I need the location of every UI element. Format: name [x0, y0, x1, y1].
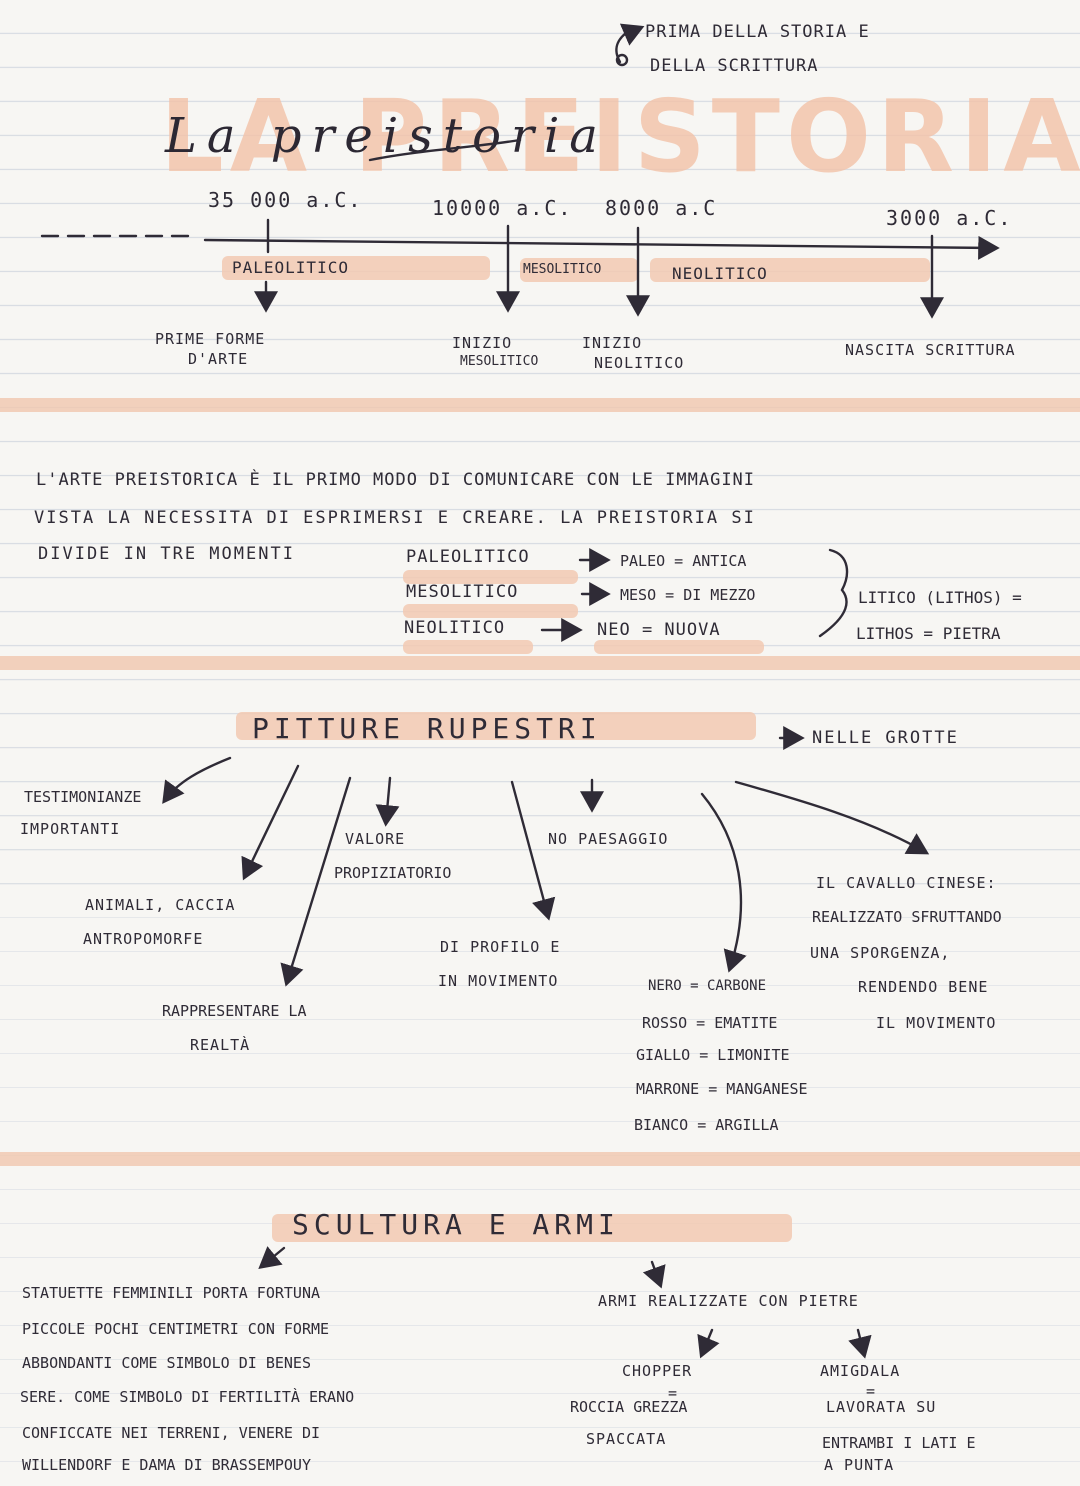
testimonianze-line-2: IMPORTANTI	[20, 820, 121, 838]
animali-line-2: ANTROPOMORFE	[83, 930, 204, 948]
meaning-paleo: PALEO = ANTICA	[620, 552, 747, 570]
animali-line-1: ANIMALI, CACCIA	[85, 896, 236, 914]
statuette-line-3: ABBONDANTI COME SIMBOLO DI BENES	[22, 1354, 311, 1372]
colore-marrone: MARRONE = MANGANESE	[636, 1080, 808, 1098]
pitture-heading-highlight	[236, 712, 756, 740]
title-note-line2: DELLA SCRITTURA	[650, 56, 819, 76]
chopper-eq: =	[668, 1384, 679, 1402]
testimonianze-line-1: TESTIMONIANZE	[24, 788, 142, 806]
timeline-date-3: 8000 a.C	[605, 196, 718, 220]
amigdala-eq: =	[866, 1382, 877, 1400]
event-inizio-meso-2: MESOLITICO	[460, 354, 539, 369]
timeline-date-2: 10000 a.C.	[432, 196, 573, 220]
amigdala-line-3: ENTRAMBI I LATI E	[822, 1434, 976, 1452]
scultura-heading: SCULTURA E ARMI	[292, 1208, 620, 1241]
title-note-line1: PRIMA DELLA STORIA E	[645, 22, 870, 42]
cavallo-line-1: IL CAVALLO CINESE:	[816, 874, 997, 892]
realta-line-1: RAPPRESENTARE LA	[162, 1002, 307, 1020]
colore-giallo: GIALLO = LIMONITE	[636, 1046, 790, 1064]
cavallo-line-2: REALIZZATO SFRUTTANDO	[812, 908, 1002, 926]
colore-nero: NERO = CARBONE	[648, 978, 767, 994]
event-inizio-meso-1: INIZIO	[452, 334, 513, 352]
chopper-line-3: SPACCATA	[586, 1430, 667, 1448]
intro-line-1: L'ARTE PREISTORICA È IL PRIMO MODO DI CO…	[36, 470, 756, 490]
intro-line-2: VISTA LA NECESSITA DI ESPRIMERSI E CREAR…	[34, 508, 756, 528]
title-watermark: LA PREISTORIA	[160, 78, 1080, 195]
term-highlight-1	[403, 570, 578, 584]
term-paleolitico: PALEOLITICO	[406, 547, 530, 567]
event-prime-forme-1: PRIME FORME	[155, 330, 266, 348]
valore-line-2: PROPIZIATORIO	[334, 864, 452, 882]
timeline-date-1: 35 000 a.C.	[208, 188, 363, 212]
statuette-line-1: STATUETTE FEMMINILI PORTA FORTUNA	[22, 1284, 321, 1302]
pitture-location: NELLE GROTTE	[812, 728, 959, 748]
separator-band-3	[0, 1152, 1080, 1166]
term-neolitico: NEOLITICO	[404, 618, 506, 638]
neolitico-highlight	[650, 258, 930, 282]
armi-text: ARMI REALIZZATE CON PIETRE	[598, 1292, 859, 1310]
statuette-line-5: CONFICCATE NEI TERRENI, VENERE DI	[22, 1424, 321, 1442]
event-prime-forme-2: D'ARTE	[188, 350, 249, 368]
period-mesolitico: MESOLITICO	[523, 262, 602, 277]
term-highlight-3	[403, 640, 533, 654]
litico-line-2: LITHOS = PIETRA	[856, 624, 1001, 643]
meaning-neo: NEO = NUOVA	[597, 620, 721, 640]
litico-line-1: LITICO (LITHOS) =	[858, 588, 1022, 607]
cavallo-line-4: RENDENDO BENE	[858, 978, 989, 996]
separator-band-2	[0, 656, 1080, 670]
scultura-heading-highlight	[272, 1214, 792, 1242]
cavallo-line-3: UNA SPORGENZA,	[810, 944, 951, 962]
term-highlight-4	[594, 640, 764, 654]
event-nascita-scrittura: NASCITA SCRITTURA	[845, 341, 1016, 359]
statuette-line-6: WILLENDORF E DAMA DI BRASSEMPOUY	[22, 1456, 311, 1474]
amigdala-line-1: AMIGDALA	[820, 1362, 901, 1380]
event-inizio-neo-2: NEOLITICO	[594, 354, 685, 372]
mesolitico-highlight	[520, 258, 638, 282]
valore-line-1: VALORE	[345, 830, 406, 848]
statuette-line-4: SERE. COME SIMBOLO DI FERTILITÀ ERANO	[20, 1388, 355, 1406]
period-neolitico: NEOLITICO	[672, 264, 768, 283]
cavallo-line-5: IL MOVIMENTO	[876, 1014, 997, 1032]
no-paesaggio: NO PAESAGGIO	[548, 830, 669, 848]
event-inizio-neo-1: INIZIO	[582, 334, 643, 352]
amigdala-line-2: LAVORATA SU	[826, 1398, 937, 1416]
pitture-heading: PITTURE RUPESTRI	[252, 712, 602, 745]
colore-rosso: ROSSO = EMATITE	[642, 1014, 778, 1032]
timeline-date-4: 3000 a.C.	[886, 206, 1013, 230]
amigdala-line-4: A PUNTA	[824, 1456, 895, 1474]
chopper-line-2: ROCCIA GREZZA	[570, 1398, 688, 1416]
meaning-meso: MESO = DI MEZZO	[620, 586, 756, 604]
title-handwritten: La preistoria	[165, 108, 608, 164]
term-mesolitico: MESOLITICO	[406, 582, 519, 602]
statuette-line-2: PICCOLE POCHI CENTIMETRI CON FORME	[22, 1320, 330, 1338]
term-highlight-2	[403, 604, 578, 618]
profilo-line-1: DI PROFILO E	[440, 938, 561, 956]
separator-band-1	[0, 398, 1080, 412]
period-paleolitico: PALEOLITICO	[232, 258, 349, 277]
colore-bianco: BIANCO = ARGILLA	[634, 1116, 779, 1134]
intro-line-3: DIVIDE IN TRE MOMENTI	[38, 544, 295, 564]
profilo-line-2: IN MOVIMENTO	[438, 972, 559, 990]
realta-line-2: REALTÀ	[190, 1036, 251, 1054]
chopper-line-1: CHOPPER	[622, 1362, 693, 1380]
paleolitico-highlight	[222, 256, 490, 280]
